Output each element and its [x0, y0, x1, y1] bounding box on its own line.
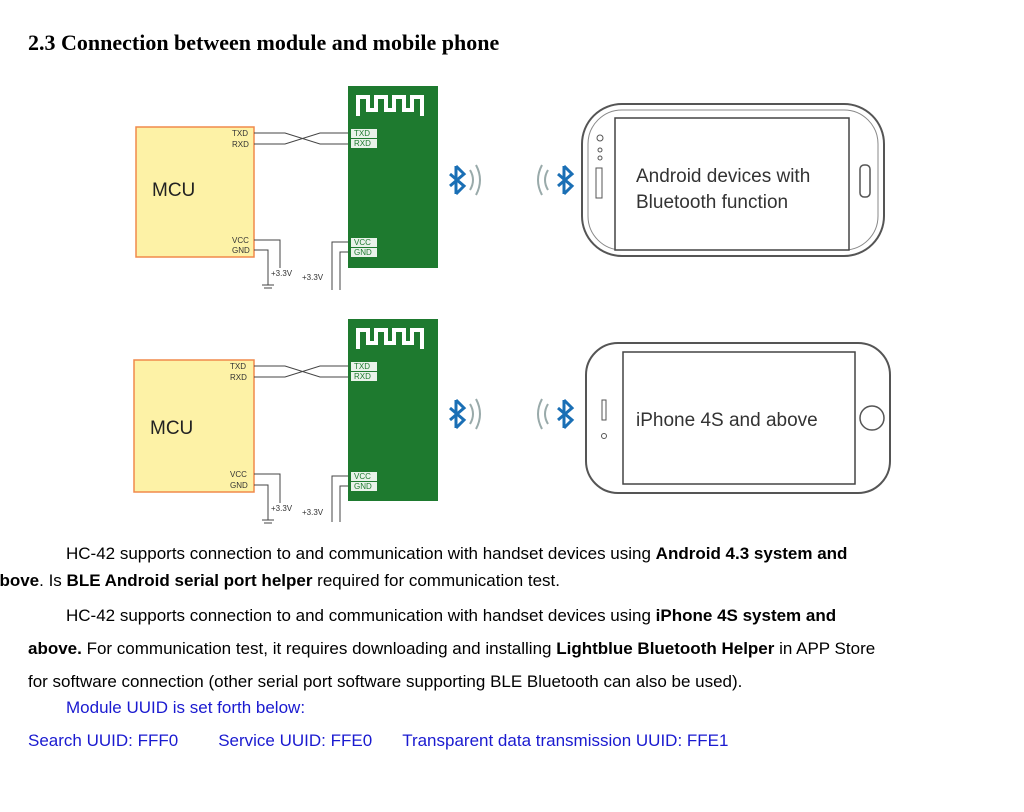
bluetooth-icon	[448, 164, 466, 196]
mcu-label-bottom: MCU	[150, 418, 193, 439]
module-pin-vcc-bottom: VCC	[354, 472, 371, 481]
txrx-wires-bottom	[254, 365, 350, 524]
pin-rxd-top: RXD	[232, 140, 249, 149]
pin-rxd-bottom: RXD	[230, 373, 247, 382]
uuid-intro: Module UUID is set forth below:	[66, 698, 306, 717]
pin-vcc-top: VCC	[232, 236, 249, 245]
mcu-label-top: MCU	[152, 180, 195, 201]
signal-waves-in-bottom	[537, 398, 549, 430]
uuid-transparent: Transparent data transmission UUID: FFE1	[402, 731, 729, 750]
paragraph-android: HC-42 supports connection to and communi…	[0, 544, 848, 590]
module-pin-gnd-bottom: GND	[354, 482, 372, 491]
iphone-screen-text: iPhone 4S and above	[636, 410, 818, 431]
module-pin-vcc-top: VCC	[354, 238, 371, 247]
signal-waves-in-top	[537, 164, 549, 196]
pin-vcc-bottom: VCC	[230, 470, 247, 479]
antenna-trace-bottom	[356, 328, 424, 349]
signal-waves-out-top	[469, 164, 481, 196]
ble-module-bottom	[348, 319, 438, 501]
uuid-service: Service UUID: FFE0	[218, 731, 373, 750]
voltage-label-top-1: +3.3V	[271, 269, 293, 278]
uuid-line: Search UUID: FFF0 Service UUID: FFE0 Trans…	[28, 727, 988, 754]
uuid-search: Search UUID: FFF0	[28, 731, 179, 750]
android-screen-line-2: Bluetooth function	[636, 192, 788, 213]
mcu-box-bottom	[133, 359, 255, 493]
pin-gnd-top: GND	[232, 246, 250, 255]
bluetooth-icon	[448, 398, 466, 430]
iphone-screen	[622, 351, 856, 485]
ble-module-top	[348, 86, 438, 268]
android-screen	[614, 117, 850, 251]
voltage-label-bottom-1: +3.3V	[271, 504, 293, 513]
signal-waves-out-bottom	[469, 398, 481, 430]
module-pin-gnd-top: GND	[354, 248, 372, 257]
android-screen-line-1: Android devices with	[636, 166, 810, 187]
module-pin-txd-top: TXD	[354, 129, 370, 138]
module-pin-rxd-bottom: RXD	[354, 372, 371, 381]
voltage-label-bottom-2: +3.3V	[302, 508, 324, 517]
pin-gnd-bottom: GND	[230, 481, 248, 490]
mcu-box-top	[135, 126, 255, 258]
home-button-icon	[859, 405, 885, 431]
antenna-trace-top	[356, 95, 424, 116]
section-heading: 2.3 Connection between module and mobile…	[28, 30, 500, 55]
bluetooth-icon	[556, 398, 574, 430]
home-button-icon	[859, 164, 871, 198]
txrx-wires-top	[254, 132, 350, 290]
module-pin-txd-bottom: TXD	[354, 362, 370, 371]
paragraph-iphone: HC-42 supports connection to and communi…	[28, 606, 876, 691]
voltage-label-top-2: +3.3V	[302, 273, 324, 282]
module-pin-rxd-top: RXD	[354, 139, 371, 148]
pin-txd-top: TXD	[232, 129, 248, 138]
connection-diagram: MCU TXD RXD VCC GND +3.3V +3.3V TXD RXD …	[133, 86, 891, 524]
pin-txd-bottom: TXD	[230, 362, 246, 371]
bluetooth-icon	[556, 164, 574, 196]
